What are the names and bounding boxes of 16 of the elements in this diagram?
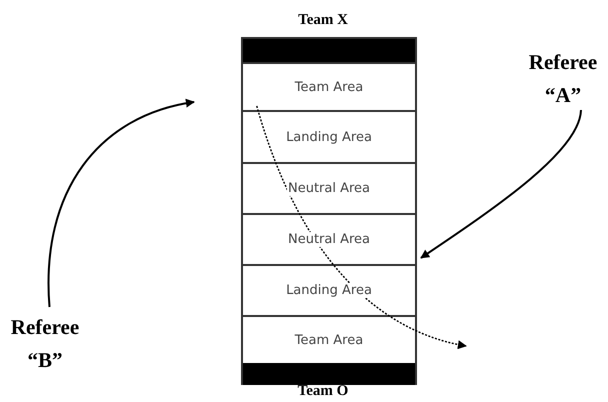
area-label: Neutral Area [286, 181, 372, 196]
area-label: Neutral Area [286, 232, 372, 247]
area-label: Landing Area [285, 130, 373, 144]
end-zone-bar [243, 363, 415, 385]
playing-field [241, 37, 417, 385]
area-label: Landing Area [285, 283, 373, 298]
team-label: Team X [297, 12, 349, 29]
dotted-arrow [256, 106, 467, 349]
area-label: Team Area [294, 332, 364, 348]
curved-arrow [48, 99, 195, 308]
curved-arrow [420, 110, 582, 259]
referee-label: Referee “A” [528, 50, 598, 107]
end-zone-bar [243, 39, 415, 62]
team-label: Team O [296, 383, 350, 400]
referee-label: Referee “B” [10, 315, 80, 372]
area-label: Team Area [294, 80, 364, 94]
